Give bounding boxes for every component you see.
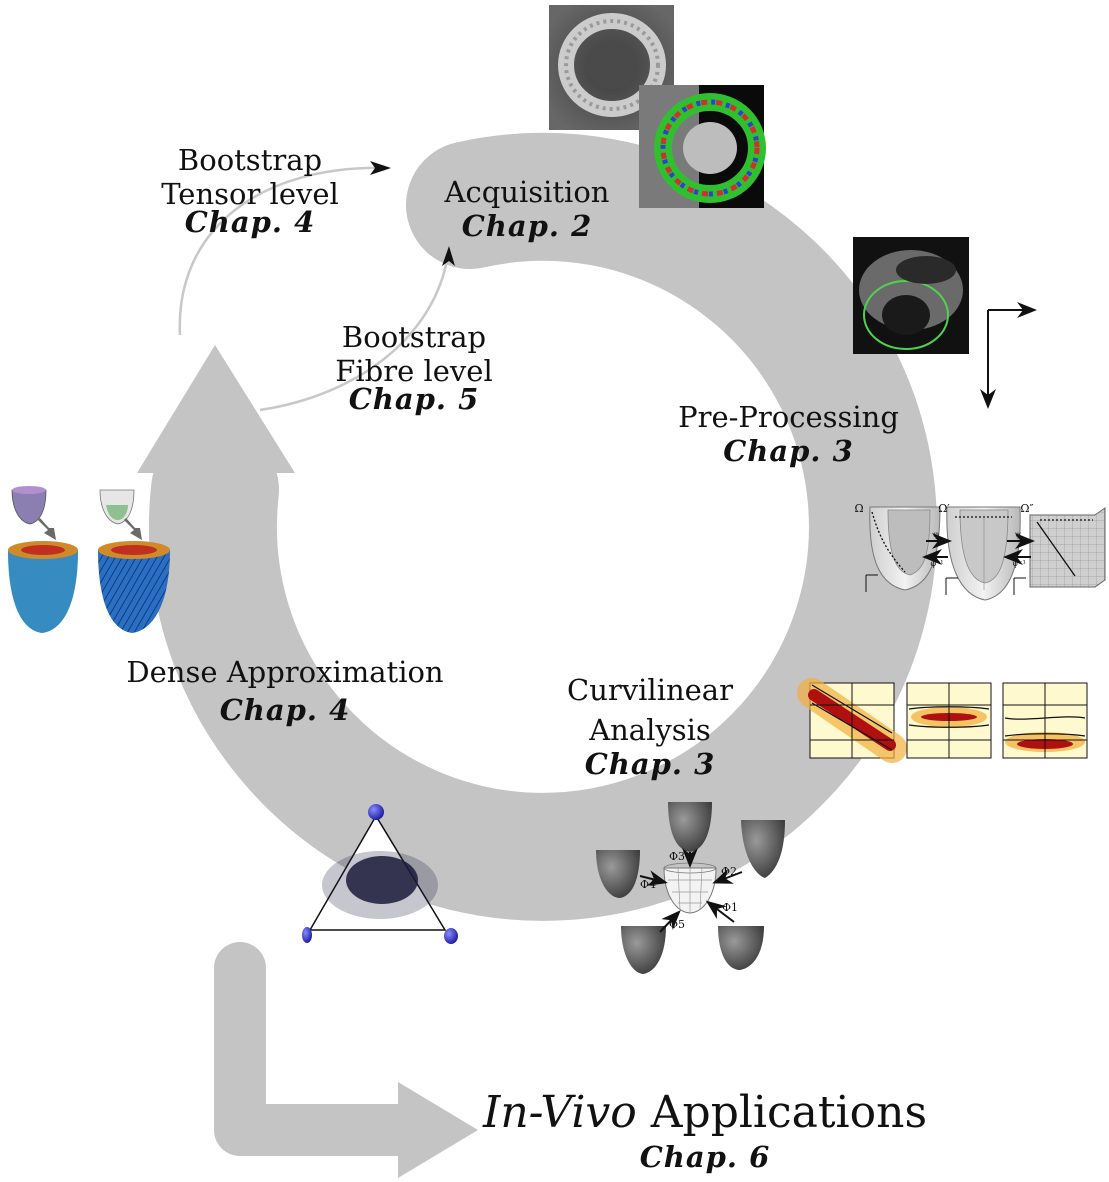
domain-mapping-figure [865, 506, 1106, 601]
preprocessing-title: Pre-Processing [678, 400, 899, 434]
omega-double-prime-label: Ω″ [1020, 502, 1034, 515]
bootstrap-fibre-line2: Fibre level [335, 354, 493, 388]
curvilinear-title-line1: Curvilinear [567, 673, 733, 707]
applications-title-rest: Applications [636, 1087, 928, 1138]
phi4-label: Φ4 [639, 878, 657, 891]
curvilinear-chapter: Chap. 3 [584, 747, 716, 781]
curvilinear-heatmap-3 [1002, 682, 1088, 759]
curvilinear-heatmap-2 [906, 682, 992, 759]
acquisition-title: Acquisition [444, 175, 610, 209]
preprocessing-chapter: Chap. 3 [723, 434, 854, 468]
dense-label-block: Dense Approximation Chap. 4 [110, 655, 460, 727]
bootstrap-fibre-line1: Bootstrap [341, 320, 487, 354]
bootstrap-fibre-arrow [259, 254, 450, 412]
bootstrap-tensor-line1: Bootstrap [177, 143, 323, 177]
atlas-registration-figure [596, 802, 785, 974]
psi-inverse-label: ψ⁻¹ [1012, 559, 1026, 568]
phi2-label: Φ2 [720, 865, 738, 878]
preprocessing-label-block: Pre-Processing Chap. 3 [666, 400, 911, 468]
acquisition-dti-image [639, 85, 766, 208]
bootstrap-tensor-arrow [178, 166, 386, 336]
cycle-arrow [137, 132, 937, 921]
bootstrap-fibre-arrowhead [442, 246, 455, 266]
bootstrap-tensor-chapter: Chap. 4 [184, 205, 316, 239]
curvilinear-label-block: Curvilinear Analysis Chap. 3 [540, 673, 760, 781]
dense-title: Dense Approximation [126, 655, 444, 689]
phi1-label: Φ1 [721, 901, 739, 914]
applications-title-italic: In-Vivo [482, 1087, 637, 1138]
psi-label: ψ [1014, 530, 1022, 539]
bootstrap-tensor-line2: Tensor level [161, 177, 339, 211]
curvilinear-title-line2: Analysis [589, 713, 711, 747]
omega-prime-label: Ω′ [938, 502, 950, 515]
applications-title: In-Vivo Applications [470, 1088, 940, 1138]
applications-label-block: In-Vivo Applications Chap. 6 [470, 1088, 940, 1175]
acquisition-label-block: Acquisition Chap. 2 [412, 175, 642, 243]
bootstrap-tensor-arrowhead [370, 161, 391, 175]
bootstrap-tensor-label-block: Bootstrap Tensor level Chap. 4 [150, 143, 350, 239]
phi5-label: Φ5 [668, 918, 686, 931]
phi-label: φ [933, 530, 939, 539]
bootstrap-fibre-label-block: Bootstrap Fibre level Chap. 5 [314, 320, 514, 416]
phi-inverse-label: φ⁻¹ [930, 559, 944, 568]
tensor-triangle-figure [302, 804, 458, 944]
preprocessing-segmentation-image [853, 237, 969, 354]
bootstrap-fibre-chapter: Chap. 5 [348, 382, 480, 416]
applications-chapter: Chap. 6 [639, 1140, 771, 1174]
omega-label: Ω [854, 502, 864, 515]
applications-arrow [214, 942, 478, 1178]
curvilinear-heatmap-1 [797, 678, 907, 763]
coordinate-axes-icon [980, 302, 1037, 409]
acquisition-chapter: Chap. 2 [461, 209, 593, 243]
phi3-label: Φ3 [668, 850, 686, 863]
dense-chapter: Chap. 4 [219, 693, 351, 727]
dense-approximation-figure [8, 486, 170, 633]
